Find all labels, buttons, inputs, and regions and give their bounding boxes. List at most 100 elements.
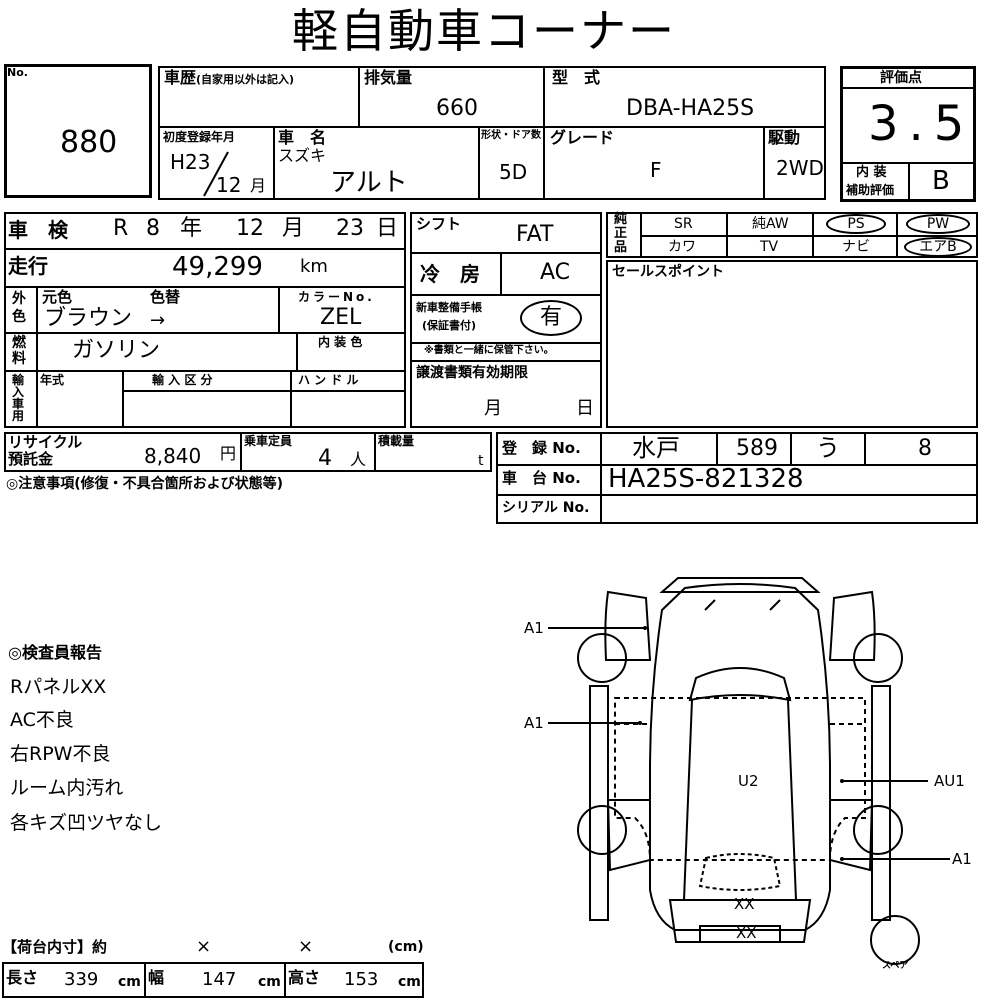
cargo-length-label: 長さ xyxy=(6,968,39,987)
registration-kana: う xyxy=(816,434,840,462)
car-name-label: 車 名 xyxy=(278,128,327,147)
inspection-era: R xyxy=(113,216,129,241)
wheel-rear-right xyxy=(853,805,903,855)
color-side-1: 外 xyxy=(12,291,26,307)
import-handle-label: ハ ン ド ル xyxy=(298,373,359,387)
color-arrow: → xyxy=(150,310,166,331)
inspection-month: 12 xyxy=(236,216,264,241)
lot-number: 880 xyxy=(60,125,118,160)
spare-label: スペア xyxy=(882,961,909,971)
displacement-value: 660 xyxy=(436,96,478,121)
rating-box xyxy=(840,66,976,202)
wheel-rear-left xyxy=(577,805,627,855)
transfer-month-unit: 月 xyxy=(484,398,502,419)
capacity-value: 4 xyxy=(318,446,332,471)
genuine-side-3: 品 xyxy=(614,240,628,255)
report-line-4: ルーム内汚れ xyxy=(10,777,124,799)
right-front-fender xyxy=(828,590,876,661)
cargo-unit: (cm) xyxy=(388,939,424,955)
genuine-item-aw: 純AW xyxy=(752,216,789,232)
model-value: DBA-HA25S xyxy=(626,96,755,121)
diagram-mark-2: A1 xyxy=(524,714,544,732)
recycle-unit: 円 xyxy=(220,444,237,463)
color-side-2: 色 xyxy=(12,309,26,325)
registration-table xyxy=(496,432,978,524)
left-table xyxy=(4,212,406,428)
fuel-value: ガソリン xyxy=(72,338,161,363)
lot-label: No. xyxy=(7,66,28,79)
first-reg-month-unit: 月 xyxy=(250,176,267,195)
load-unit: t xyxy=(478,453,484,469)
interior-color-label: 内 装 色 xyxy=(318,335,363,349)
rating-label: 評価点 xyxy=(880,70,922,86)
report-title: ◎検査員報告 xyxy=(8,643,102,662)
color-change-label: 色替 xyxy=(150,288,181,306)
diagram-mark-7: XX xyxy=(736,924,757,942)
shift-value: FAT xyxy=(516,222,554,247)
inspection-label: 車 検 xyxy=(8,218,68,242)
diagram-mark-6: XX xyxy=(734,895,755,913)
fuel-side-1: 燃 xyxy=(12,335,26,351)
cargo-height-cm: cm xyxy=(398,974,421,990)
right-side-panel xyxy=(871,685,891,921)
import-type-label: 輸 入 区 分 xyxy=(152,373,213,387)
rating-value: 3.5 xyxy=(868,96,975,152)
genuine-side-2: 正 xyxy=(614,226,628,241)
load-label: 積載量 xyxy=(378,434,415,448)
ac-label: 冷 房 xyxy=(420,262,480,286)
maintenance-label-2: (保証書付) xyxy=(422,319,477,332)
sales-point-label: セールスポイント xyxy=(612,264,724,280)
genuine-item-tv: TV xyxy=(760,239,779,255)
maintenance-value: 有 xyxy=(539,305,562,330)
left-side-panel xyxy=(589,685,609,921)
page-title: 軽自動車コーナー xyxy=(292,4,676,58)
maintenance-label-1: 新車整備手帳 xyxy=(416,301,482,314)
first-reg-label: 初度登録年月 xyxy=(163,130,236,144)
import-year-label: 年式 xyxy=(40,373,65,387)
maintenance-note: ※書類と一緒に保管下さい。 xyxy=(424,345,554,356)
chassis-label: 車 台 No. xyxy=(502,469,581,487)
first-reg-era: H23 xyxy=(170,150,211,174)
car-body-outline xyxy=(649,583,831,931)
cargo-table xyxy=(2,962,424,998)
shift-label: シフト xyxy=(416,215,462,233)
diagram-mark-3: U2 xyxy=(738,772,759,790)
transfer-label: 譲渡書類有効期限 xyxy=(416,365,528,381)
car-bumper-front xyxy=(659,577,821,593)
report-line-3: 右RPW不良 xyxy=(10,743,111,765)
interior-label-2: 補助評価 xyxy=(846,183,895,197)
registration-class: 589 xyxy=(736,436,778,461)
genuine-item-airbag: エアB xyxy=(904,237,972,257)
spare-tire xyxy=(870,915,920,965)
drive-label: 駆動 xyxy=(768,128,801,147)
genuine-side-1: 純 xyxy=(614,212,628,227)
serial-label: シリアル No. xyxy=(502,500,590,516)
interior-zone xyxy=(614,697,866,861)
transfer-day-unit: 日 xyxy=(576,398,594,419)
inspection-year: 8 xyxy=(146,216,160,241)
cargo-x1: × xyxy=(196,936,212,957)
cargo-title: 【荷台内寸】約 xyxy=(2,938,108,956)
genuine-item-leather: カワ xyxy=(668,239,696,255)
first-reg-month: 12 xyxy=(216,173,242,197)
interior-value: B xyxy=(932,166,950,196)
car-name: アルト xyxy=(330,168,408,198)
mileage-label: 走行 xyxy=(8,254,48,278)
ac-value: AC xyxy=(540,260,571,285)
recycle-label-1: リサイクル xyxy=(8,433,83,451)
registration-area: 水戸 xyxy=(632,434,680,462)
chassis-value: HA25S-821328 xyxy=(608,464,804,494)
car-maker: スズキ xyxy=(278,146,327,165)
cargo-width-label: 幅 xyxy=(148,968,165,987)
diagram-mark-1: A1 xyxy=(524,619,544,637)
genuine-item-pw: PW xyxy=(906,214,970,234)
report-line-5: 各キズ凹ツヤなし xyxy=(10,812,163,834)
registration-number: 8 xyxy=(918,436,932,461)
capacity-label: 乗車定員 xyxy=(244,434,293,448)
cargo-length-cm: cm xyxy=(118,974,141,990)
genuine-item-ps: PS xyxy=(826,214,886,234)
displacement-label: 排気量 xyxy=(364,68,413,87)
recycle-table xyxy=(4,432,492,472)
capacity-unit: 人 xyxy=(350,450,367,469)
color-code-label: カラーNo. xyxy=(298,290,375,304)
